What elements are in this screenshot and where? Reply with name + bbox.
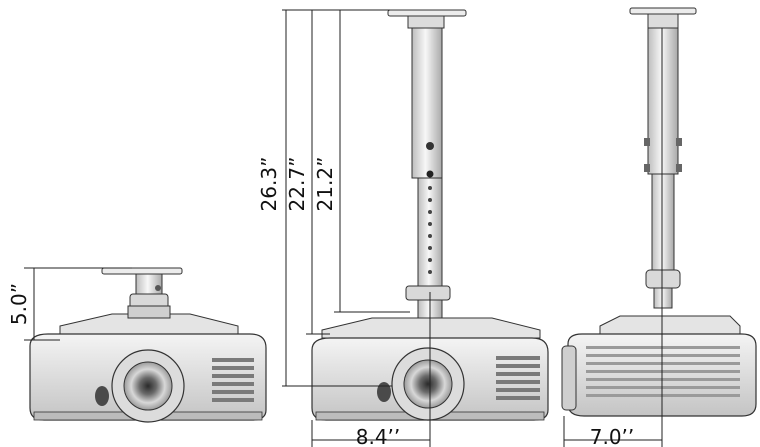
short-mount-illustration [29, 267, 267, 423]
side-mount-bracket [599, 315, 741, 335]
extended-mount-front-illustration [311, 9, 549, 447]
side-ceiling-plate [629, 7, 697, 15]
front-projector-lens [403, 359, 453, 409]
side-pole-lower-stem [653, 287, 673, 309]
short-mount-bracket-hub [127, 305, 171, 319]
ceiling-plate [101, 267, 183, 275]
front-outer-pole-screw [426, 142, 434, 150]
short-mount-projector-vent [212, 358, 254, 402]
front-pole-top-collar [407, 15, 445, 29]
side-pole-top-collar [647, 13, 679, 29]
short-mount-projector-lens [123, 361, 173, 411]
mid-height-label: 22.7” [285, 157, 309, 212]
side-projector-front-cap [561, 345, 577, 411]
front-offset-label: 8.4’’ [356, 425, 401, 447]
front-height-dimensions: 26.3” 22.7” 21.2” [257, 9, 410, 387]
front-pole-lower-joint [405, 285, 451, 301]
side-projector-vent [586, 346, 740, 397]
side-pole-lower-joint [645, 269, 681, 289]
front-projector-vent [496, 356, 540, 400]
min-height-label: 21.2” [313, 157, 337, 212]
short-pole-screw [155, 285, 161, 291]
front-ceiling-plate [387, 9, 467, 17]
side-inner-pole [651, 173, 675, 275]
front-offset-dimension: 8.4’’ [311, 420, 430, 447]
side-pole-clamps [644, 138, 682, 172]
side-depth-dimension: 7.0’’ [563, 416, 662, 447]
front-mount-bracket [321, 317, 541, 339]
short-mount-height-label: 5.0” [7, 283, 31, 325]
front-outer-pole [411, 27, 443, 179]
extended-mount-side-illustration [561, 7, 757, 447]
side-outer-pole [647, 27, 679, 175]
max-height-label: 26.3” [257, 157, 281, 212]
short-mount-height-dimension: 5.0” [7, 267, 132, 341]
side-depth-label: 7.0’’ [590, 425, 635, 447]
short-pole [135, 273, 163, 297]
short-mount-projector-sensor [95, 386, 109, 406]
front-projector-sensor [377, 382, 391, 402]
front-inner-pole-adjustment-holes [426, 170, 434, 274]
